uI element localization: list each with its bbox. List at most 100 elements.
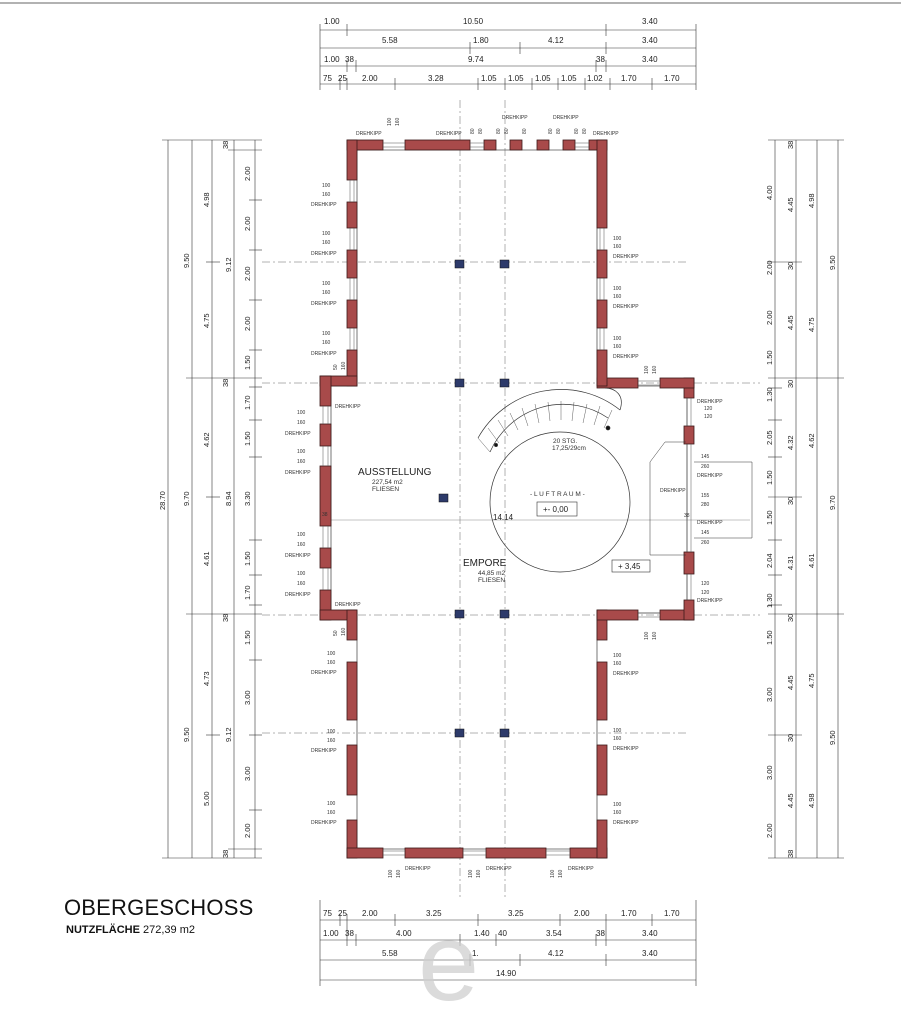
win-tag: 100	[613, 653, 622, 659]
right-dim-c1-5: 1.50	[765, 350, 774, 365]
bot-dim-r2-0: 1.00	[323, 929, 339, 938]
win-tag: 100	[468, 869, 474, 878]
left-dim-c1-0: 9.50	[182, 253, 191, 268]
left-dim-c4-12: 38	[221, 614, 230, 622]
bot-dim-r1-6: 1.70	[621, 909, 637, 918]
win-tag: 160	[322, 240, 331, 246]
bot-dim-r2-4: 40	[498, 929, 507, 938]
top-dim-r4-0: 75	[323, 74, 332, 83]
right-dim-c1-3: 30	[786, 262, 795, 270]
top-dim-r4-6: 1.05	[535, 74, 551, 83]
left-dim-c4-15: 3.00	[243, 766, 252, 781]
left-dim-c2-0: 4.98	[202, 192, 211, 207]
win-tag: 160	[322, 340, 331, 346]
walls	[319, 139, 695, 859]
win-tag: 100	[297, 449, 306, 455]
stair-ratio: 17,25/29cm	[552, 445, 586, 452]
win-tag: DREHKIPP	[697, 473, 723, 479]
left-dim-c4-9: 3.30	[243, 491, 252, 506]
left-dim-c4-10: 1.50	[243, 551, 252, 566]
room-ausstellung-floor: FLIESEN	[372, 486, 399, 493]
win-tag: 260	[701, 464, 710, 470]
win-tag: 160	[327, 810, 336, 816]
win-tag: DREHKIPP	[335, 404, 361, 410]
left-dim-c4-13: 1.50	[243, 630, 252, 645]
wall-segment	[346, 249, 358, 279]
stair-area	[477, 387, 753, 573]
win-tag: 100	[297, 532, 306, 538]
wall-segment	[346, 847, 384, 859]
wall-segment	[596, 609, 639, 621]
right-dim-c3-6: 4.98	[807, 793, 816, 808]
window-tags: DREHKIPP 100 160 DREHKIPP 80 80 80 80 DR…	[285, 115, 723, 878]
win-tag: DREHKIPP	[311, 748, 337, 754]
level-up-box	[611, 559, 651, 573]
win-tag: 160	[613, 244, 622, 250]
right-dim-c1-6: 30	[786, 380, 795, 388]
top-dim-r2-2: 4.12	[548, 36, 564, 45]
right-dim-c3-4: 4.61	[807, 553, 816, 568]
win-tag: DREHKIPP	[613, 254, 639, 260]
right-dim-c1-17: 30	[786, 734, 795, 742]
win-tag: 160	[297, 420, 306, 426]
right-dim-c1-4: 2.00	[765, 310, 774, 325]
right-dim-c1-10: 30	[786, 497, 795, 505]
win-tag: DREHKIPP	[660, 488, 686, 494]
wall-segment	[346, 661, 358, 721]
level-zero: +- 0,00	[543, 505, 569, 514]
right-dim-c1-15: 1.50	[765, 630, 774, 645]
column-pillar	[499, 728, 510, 738]
win-tag: 100	[297, 571, 306, 577]
win-tag: 155	[701, 493, 710, 499]
win-tag: 80	[496, 128, 502, 134]
wall-segment	[319, 547, 332, 569]
right-dim-c1-14: 30	[786, 614, 795, 622]
right-dim-c2-6: 4.31	[786, 555, 795, 570]
win-tag: 80	[556, 128, 562, 134]
bot-dim-r3-1: 1.	[472, 949, 479, 958]
win-tag: 120	[704, 406, 713, 412]
win-tag: 38	[684, 513, 690, 519]
win-tag: 160	[613, 294, 622, 300]
bot-dim-r1-4: 3.25	[508, 909, 524, 918]
win-tag: 160	[297, 581, 306, 587]
wall-segment	[483, 139, 497, 151]
right-dim-c2-0: 4.45	[786, 197, 795, 212]
win-tag: DREHKIPP	[697, 598, 723, 604]
win-tag: 80	[504, 128, 510, 134]
win-tag: DREHKIPP	[311, 820, 337, 826]
left-dim-c1-1: 9.70	[182, 491, 191, 506]
win-tag: DREHKIPP	[335, 602, 361, 608]
right-dim-c3-5: 4.75	[807, 673, 816, 688]
win-tag: 100	[550, 869, 556, 878]
win-tag: 120	[701, 590, 710, 596]
usable-area: NUTZFLÄCHE 272,39 m2	[66, 924, 195, 936]
left-dim-c4-7: 1.70	[243, 395, 252, 410]
wall-segment	[346, 139, 358, 181]
win-tag: 160	[322, 192, 331, 198]
axis-lines	[262, 100, 760, 900]
wall-segment	[346, 609, 358, 641]
win-tag: 160	[297, 459, 306, 465]
left-dim-c3-0: 9.12	[224, 257, 233, 272]
win-tag: 100	[613, 286, 622, 292]
win-tag: 260	[701, 540, 710, 546]
bot-dim-r2-1: 38	[345, 929, 354, 938]
left-dim-c4-4: 2.00	[243, 316, 252, 331]
left-dim-c4-11: 1.70	[243, 585, 252, 600]
win-tag: DREHKIPP	[613, 820, 639, 826]
bot-dim-r2-3: 1.40	[474, 929, 490, 938]
win-tag: 160	[322, 290, 331, 296]
win-tag: 80	[574, 128, 580, 134]
top-dim-r4-7: 1.05	[561, 74, 577, 83]
left-dim-c2-3: 4.61	[202, 551, 211, 566]
top-dim-labels: 1.00 10.50 3.40 5.58 1.80 4.12 3.40 1.00…	[323, 17, 680, 83]
wall-segment	[596, 139, 608, 229]
wall-segment	[346, 744, 358, 796]
win-tag: DREHKIPP	[697, 520, 723, 526]
left-dim-c4-3: 2.00	[243, 266, 252, 281]
luftraum-circle	[489, 431, 631, 573]
bot-dim-r2-2: 4.00	[396, 929, 412, 938]
win-tag: DREHKIPP	[285, 431, 311, 437]
